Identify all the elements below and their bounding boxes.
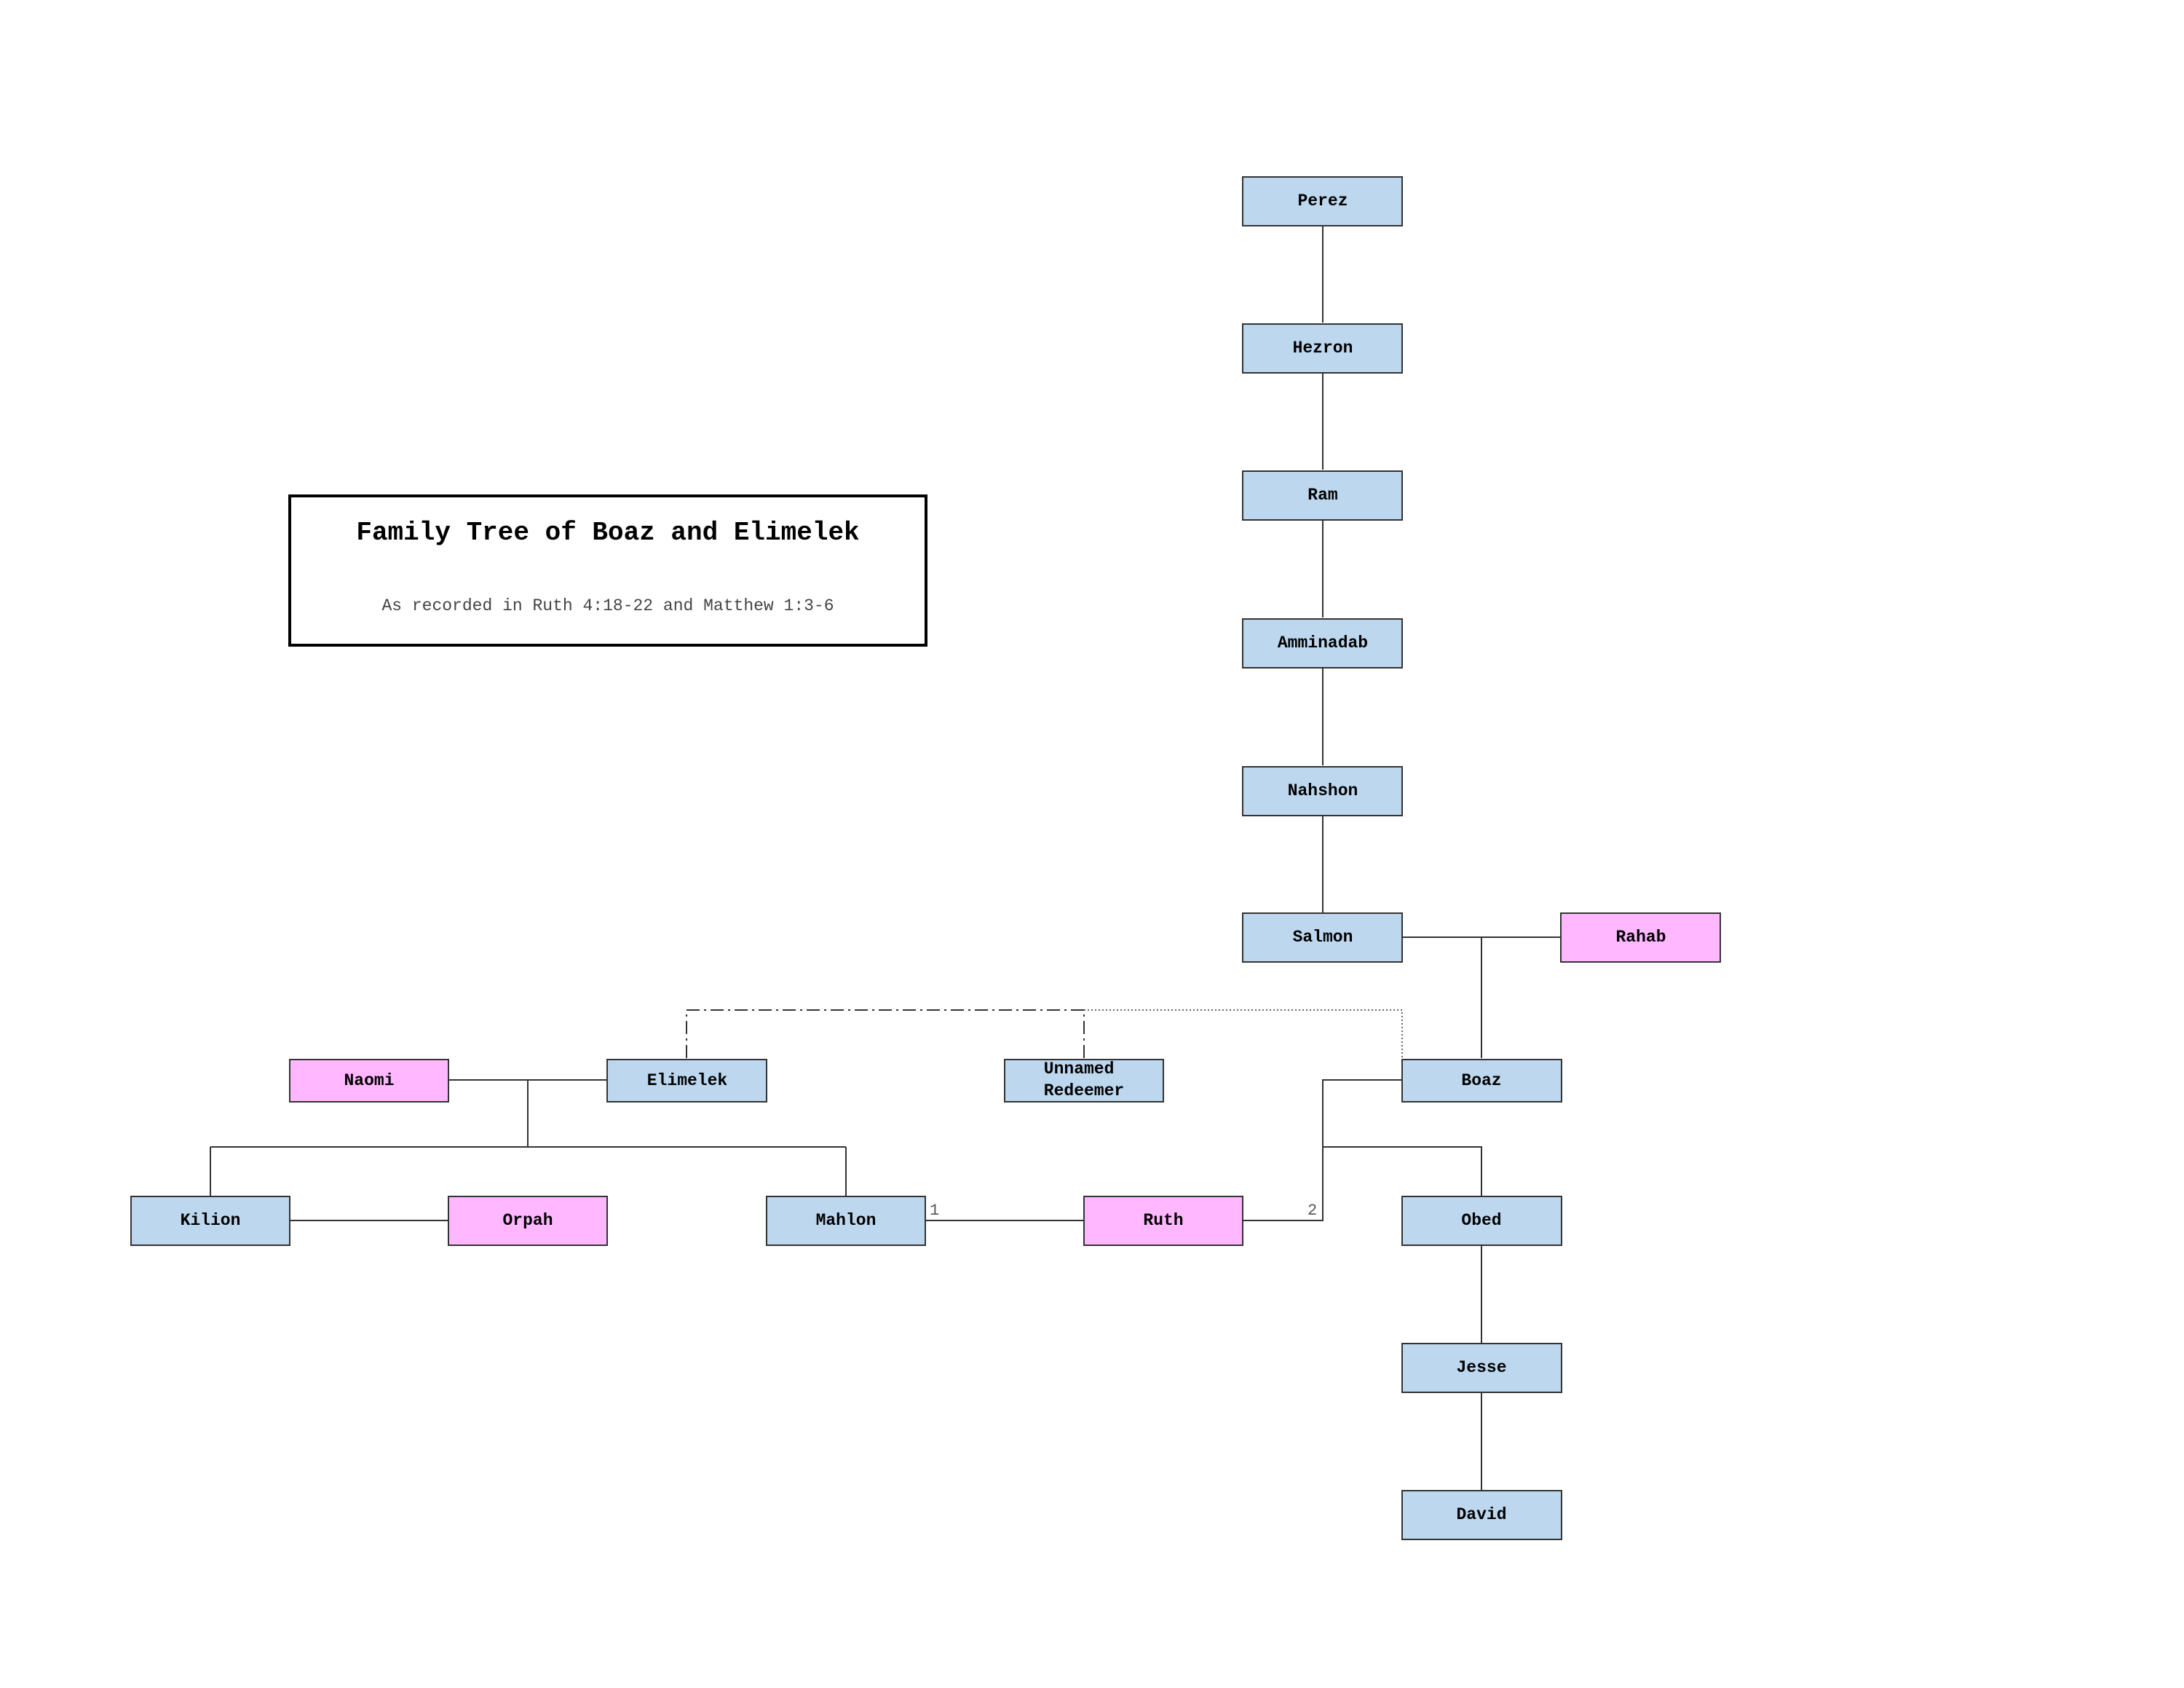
- marriage-order-1: 1: [930, 1202, 939, 1220]
- person-box: [1242, 618, 1403, 669]
- person-name: Orpah: [502, 1211, 553, 1230]
- person-name: Naomi: [344, 1071, 394, 1090]
- diagram-subtitle: As recorded in Ruth 4:18-22 and Matthew …: [381, 596, 834, 615]
- person-name: Mahlon: [816, 1211, 877, 1230]
- kinship-line-elimelek-redeemer: [686, 1009, 1085, 1058]
- person-box: [130, 1196, 290, 1246]
- marriage-line-ruth-boaz: [1243, 1079, 1402, 1221]
- person-node-kilion[interactable]: Kilion: [130, 1196, 290, 1246]
- person-node-perez[interactable]: Perez: [1242, 176, 1403, 226]
- marriage-order-2: 2: [1307, 1202, 1317, 1220]
- person-node-ruth[interactable]: Ruth: [1083, 1196, 1243, 1246]
- person-box: [1083, 1196, 1243, 1246]
- person-box: [1242, 323, 1403, 374]
- person-node-mahlon[interactable]: Mahlon: [766, 1196, 926, 1246]
- person-box: [289, 1059, 449, 1103]
- kinship-line-redeemer-boaz: [1084, 1009, 1403, 1058]
- person-node-hezron[interactable]: Hezron: [1242, 323, 1403, 374]
- person-box: [1004, 1059, 1164, 1103]
- line-boaz-ruth-to-obed: [1323, 1146, 1482, 1196]
- diagram-title: Family Tree of Boaz and Elimelek: [356, 518, 859, 548]
- person-name: Boaz: [1461, 1071, 1501, 1090]
- person-box: [1401, 1196, 1562, 1246]
- person-box: [1560, 912, 1721, 963]
- person-name: Rahab: [1615, 928, 1666, 947]
- person-name: Ruth: [1143, 1211, 1183, 1230]
- person-name-line: Unnamed: [1044, 1060, 1115, 1078]
- person-name-line: Redeemer: [1044, 1081, 1124, 1100]
- person-name: Unnamed Redeemer: [1044, 1060, 1124, 1100]
- person-node-orpah[interactable]: Orpah: [448, 1196, 608, 1246]
- person-box: [1242, 912, 1403, 963]
- person-name: Elimelek: [647, 1071, 728, 1090]
- person-node-elimelek[interactable]: Elimelek: [606, 1059, 767, 1103]
- person-node-david[interactable]: David: [1401, 1490, 1562, 1540]
- person-box: [1242, 176, 1403, 226]
- person-node-amminadab[interactable]: Amminadab: [1242, 618, 1403, 669]
- person-box: [1401, 1490, 1562, 1540]
- person-node-ram[interactable]: Ram: [1242, 470, 1403, 521]
- person-name: Jesse: [1456, 1358, 1506, 1377]
- person-box: [606, 1059, 767, 1103]
- person-node-nahshon[interactable]: Nahshon: [1242, 766, 1403, 816]
- person-name: Kilion: [181, 1211, 241, 1230]
- person-box: [1242, 766, 1403, 816]
- person-box: [1401, 1343, 1562, 1393]
- person-name: Hezron: [1293, 339, 1353, 358]
- person-node-jesse[interactable]: Jesse: [1401, 1343, 1562, 1393]
- person-box: [448, 1196, 608, 1246]
- person-name: Nahshon: [1288, 781, 1358, 800]
- person-box: [1401, 1059, 1562, 1103]
- person-nodes: Perez Hezron Ram Amminadab Nahshon Salmo…: [130, 176, 1721, 1540]
- title-box-frame: [288, 494, 927, 647]
- person-name: Ram: [1307, 486, 1337, 505]
- person-node-naomi[interactable]: Naomi: [289, 1059, 449, 1103]
- person-node-unnamed-redeemer[interactable]: Unnamed Redeemer: [1004, 1059, 1164, 1103]
- person-name: Amminadab: [1278, 634, 1368, 652]
- person-name: Perez: [1297, 192, 1348, 210]
- connector-lines: [210, 226, 1561, 1491]
- person-node-boaz[interactable]: Boaz: [1401, 1059, 1562, 1103]
- person-box: [1242, 470, 1403, 521]
- person-name: David: [1456, 1505, 1506, 1524]
- person-box: [766, 1196, 926, 1246]
- person-node-obed[interactable]: Obed: [1401, 1196, 1562, 1246]
- person-node-rahab[interactable]: Rahab: [1560, 912, 1721, 963]
- person-name: Obed: [1461, 1211, 1501, 1230]
- person-node-salmon[interactable]: Salmon: [1242, 912, 1403, 963]
- title-box: Family Tree of Boaz and Elimelek As reco…: [288, 494, 927, 647]
- person-name: Salmon: [1293, 928, 1353, 947]
